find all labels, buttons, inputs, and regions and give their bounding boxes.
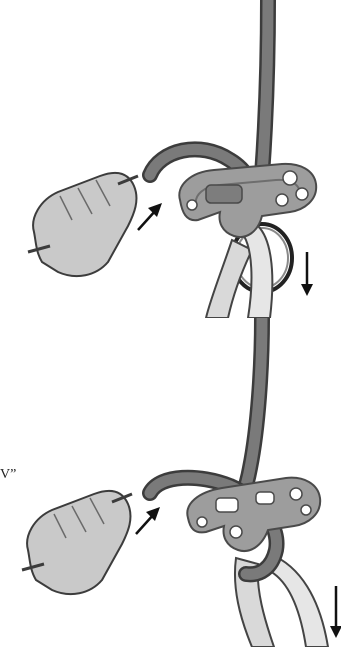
hand-icon [28,173,138,276]
arrow-up-right-icon [136,507,160,534]
diagram-step-top-drawing [0,0,341,318]
belay-device-icon [187,478,320,551]
carabiner-icon [206,226,272,318]
belay-device-icon [179,164,316,237]
arrow-up-right-icon [138,203,162,230]
arrow-down-icon [330,586,341,638]
hand-icon [22,491,132,594]
diagram-step-bottom [0,318,341,647]
arrow-down-icon [301,252,313,296]
diagram-step-bottom-drawing [0,318,341,647]
diagram-step-top [0,0,341,318]
